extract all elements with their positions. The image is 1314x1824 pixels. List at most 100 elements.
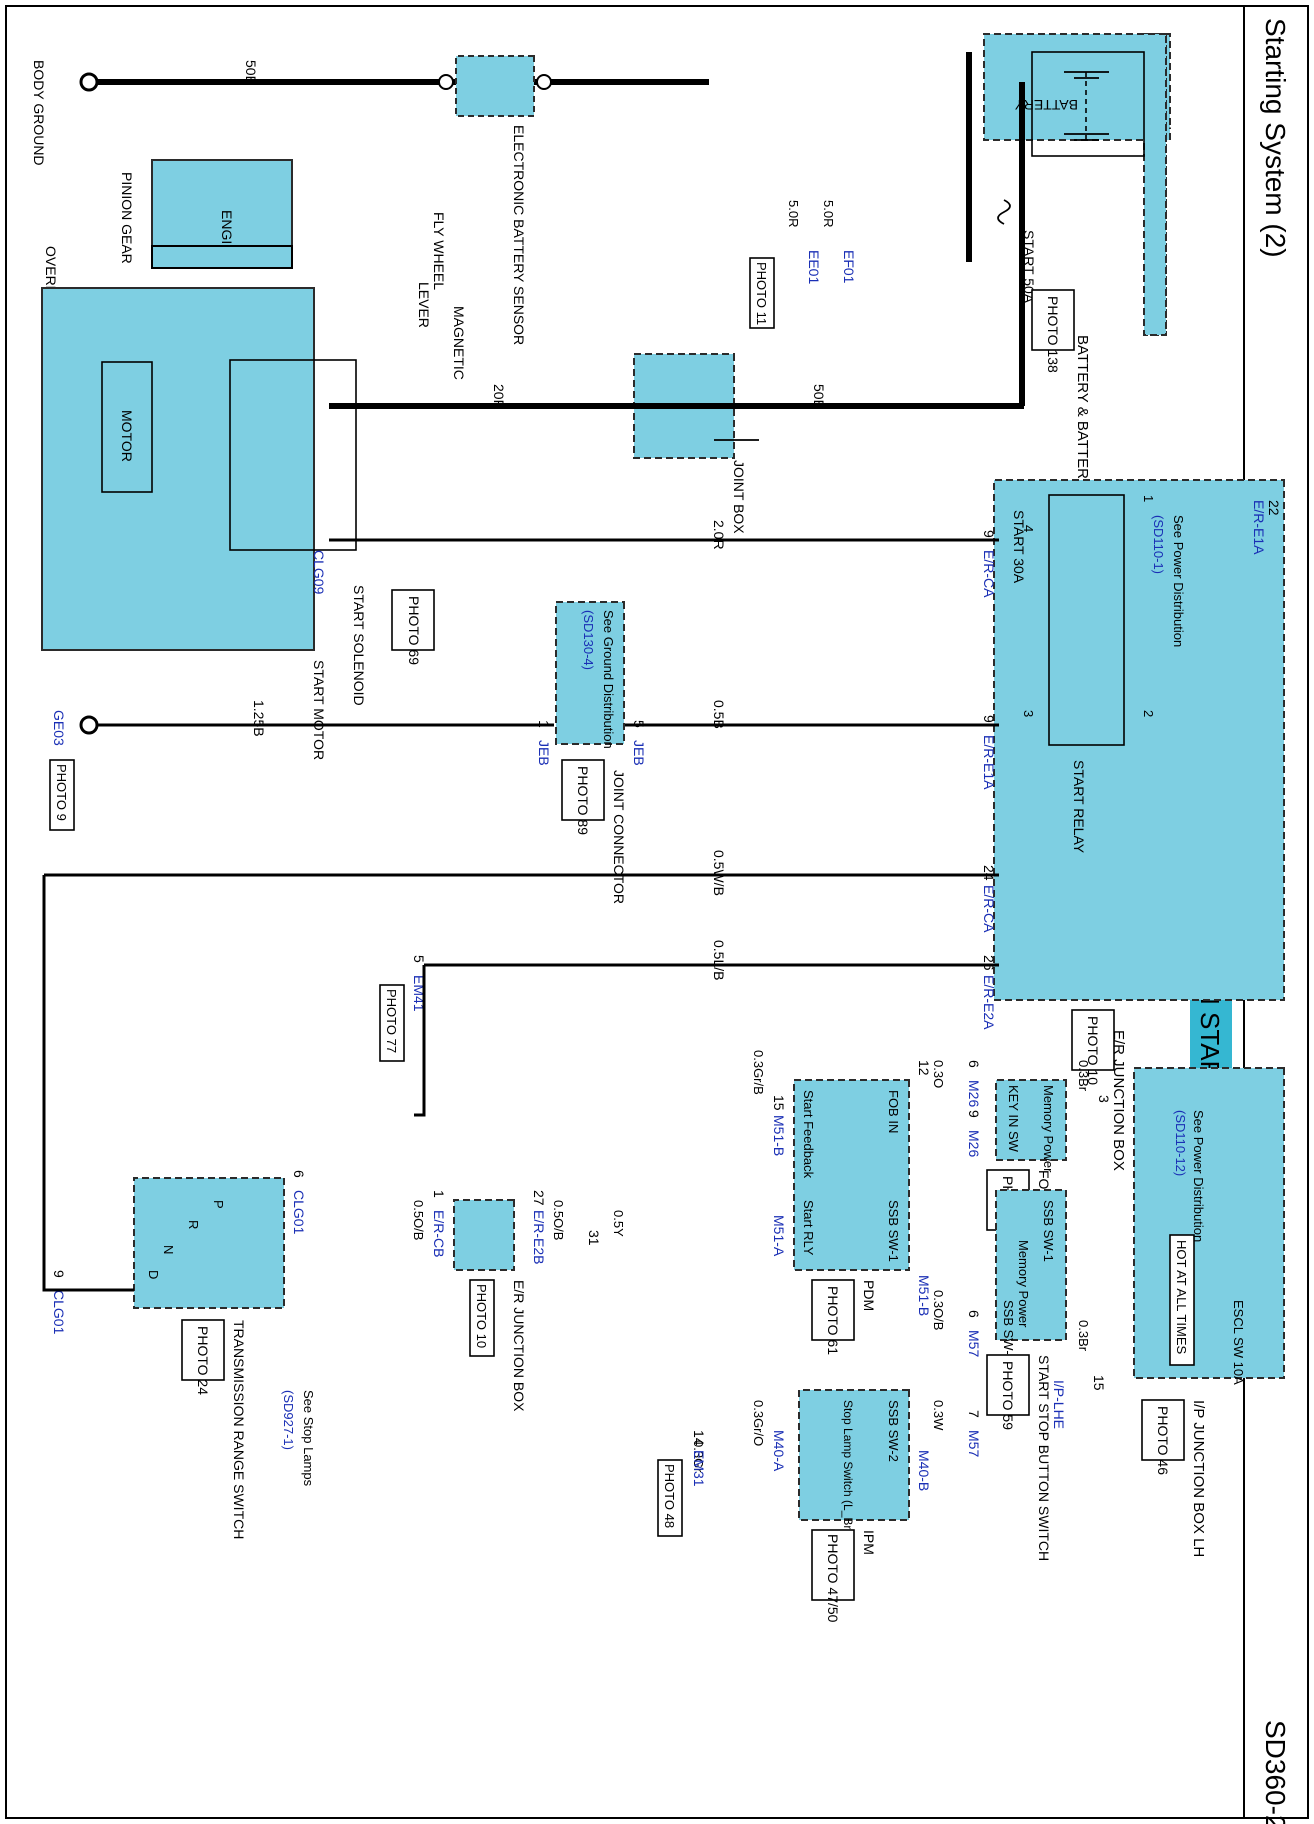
trs-d: D [146,1270,161,1279]
pin-31: 31 [586,1230,602,1246]
joint-connector-photo: PHOTO 89 [575,766,591,835]
ssb-photo: PHOTO 59 [1000,1361,1016,1430]
start-motor-label: START MOTOR [311,660,327,760]
ee01-photo-frame [749,257,775,329]
sensor-terminal-b [438,74,454,90]
battery-cell-frame [1031,51,1145,157]
ssb-name: START STOP BUTTON SWITCH [1036,1355,1052,1561]
pin-6-m26: 6 [966,1060,982,1068]
pin-15-ip: 15 [1091,1375,1107,1391]
connector-er-e1a-b: E/R-E1A [981,735,997,790]
flywheel-gear [151,245,293,269]
ssb-sw1-label: SSB SW-1 [1041,1200,1056,1262]
solenoid-frame [229,359,357,551]
er-junction-box-2 [453,1199,515,1271]
pdm-box [793,1079,910,1271]
er-junction-photo: PHOTO 10 [1085,1016,1101,1085]
ip-junction-box [1133,1067,1285,1379]
wire-03gro-label: 0.3Gr/O [751,1400,766,1446]
motor-body [101,361,153,493]
wire-50r-label-a: 5.0R [821,200,836,227]
page-title: Starting System (2) [1260,18,1291,258]
trs-p: P [211,1200,226,1209]
connector-m40a: M40-A [771,1430,787,1472]
joint-box-label: JOINT BOX [731,460,747,534]
trs-r: R [186,1220,201,1229]
pin-9-a: 9 [981,530,997,538]
sensor-terminal-a [536,74,552,90]
battery-box-photo-frame [1031,289,1075,351]
fuse-50a-symbol [997,199,1011,225]
wire-50b-label-b: 50B [811,384,827,409]
stop-lamps-ref: See Stop Lamps [301,1390,316,1487]
connector-er-e2b: E/R-E2B [531,1210,547,1264]
connector-m26-a: M26 [966,1080,982,1107]
connector-er-ca-b: E/R-CA [981,885,997,933]
pin-5-jeb: 5 [631,720,647,728]
ground-dist-ref-code: (SD130-4) [581,610,596,670]
connector-m51b-b: M51-B [916,1275,932,1316]
connector-ge03: GE03 [51,710,67,746]
fob-holder [995,1079,1067,1161]
page-code: SD360-2 [1260,1720,1291,1824]
fuse-start-30a: START 30A [1011,510,1027,584]
wire-20r-label: 20R [491,384,507,410]
connector-er-e1a-top: E/R-E1A [1251,500,1267,555]
connector-m40b: M40-B [916,1450,932,1491]
wire-battery-return [1019,82,1025,409]
pin-14: 14 [691,1430,707,1446]
start-motor-box [41,287,315,651]
pin-4-relay: 4 [1021,525,1036,532]
transmission-range-switch [133,1177,285,1309]
wire-05b-label: 0.5B [711,700,727,729]
electronic-battery-sensor [455,55,535,117]
power-dist-ref: See Power Distribution [1171,515,1186,647]
pin-1-relay: 1 [1141,495,1156,502]
pdm-photo-frame [811,1279,855,1341]
pdm-label: PDM [861,1280,877,1311]
battery-box [983,33,1167,336]
connector-ip-lhe: I/P-LHE [1051,1380,1067,1429]
start-relay-frame [1048,494,1125,746]
ip-power-dist-ref: See Power Distribution [1191,1110,1206,1242]
connector-clg01-a: CLG01 [291,1190,307,1235]
wire-03br-label: 0.3Br [1076,1060,1091,1092]
wire-05ob-label: 0.5O/B [551,1200,566,1240]
start-relay-label: START RELAY [1071,760,1087,854]
body-ground-label: BODY GROUND [31,60,47,166]
pdm-start-feedback: Start Feedback [801,1090,816,1179]
connector-er-e2a: E/R-E2A [981,975,997,1030]
wire-50r-label-b: 5.0R [786,200,801,227]
pin-9-m26: 9 [966,1110,982,1118]
ge03-photo: PHOTO 9 [54,764,69,821]
ssb-switch [995,1189,1067,1341]
wire-50b-label-a: 50B [243,60,259,85]
wire-03br2-label: 0.3Br [1076,1320,1091,1352]
ge03-photo-frame [49,759,75,831]
ee01-photo: PHOTO 11 [754,262,769,325]
em31-photo: PHOTO 48 [662,1464,677,1528]
er-junction-photo-frame [1071,1009,1115,1071]
joint-connector [555,601,625,745]
connector-m51a: M51-A [771,1215,787,1257]
ssb-photo-frame [986,1354,1030,1416]
ge03-ground [79,715,99,735]
ip-junction-photo-frame [1141,1399,1185,1461]
er-junction-box [993,479,1285,1001]
ipm-ssb-sw2: SSB SW-2 [886,1400,901,1462]
ipm-photo-frame [811,1529,855,1601]
pin-7-m57: 7 [966,1410,982,1418]
escl-fuse: ESCL SW 10A [1231,1300,1246,1385]
solenoid-photo-frame [391,589,435,651]
wire-05wb-label: 0.5W/B [711,850,727,896]
pin-9-b: 9 [981,715,997,723]
wire-03ob-label: 0.3O/B [931,1290,946,1330]
connector-m57-b: M57 [966,1430,982,1457]
pin-3-relay: 3 [1021,710,1036,717]
hot-at-all-times-frame [1169,1234,1195,1366]
connector-em31: EM31 [691,1450,707,1487]
pdm-fob-in: FOB IN [886,1090,901,1133]
magnetic-label: MAGNETIC [451,306,467,380]
